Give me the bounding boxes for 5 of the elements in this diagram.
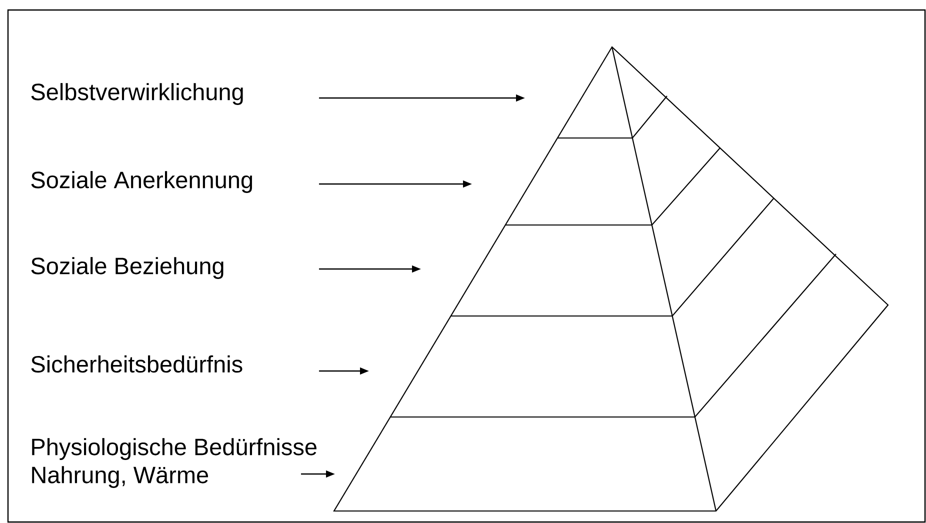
level-label: Sicherheitsbedürfnis xyxy=(31,355,242,373)
level-label: Soziale Anerkennung xyxy=(31,171,252,193)
level-label: Soziale Beziehung xyxy=(31,257,224,279)
level-label: Physiologische Bedürfnisse Nahrung, Wärme xyxy=(32,438,316,488)
level-label: Selbstverwirklichung xyxy=(31,83,243,105)
